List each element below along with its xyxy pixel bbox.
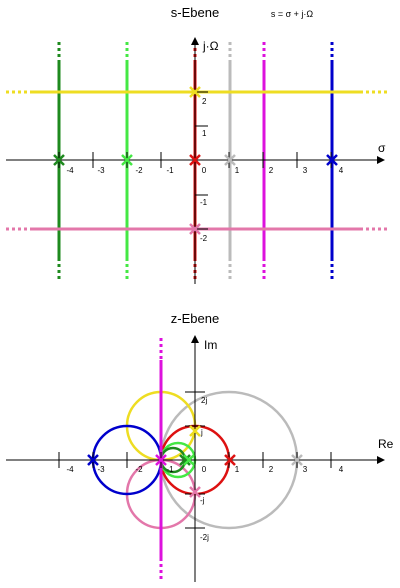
s-axis-im-label: j·Ω [202, 39, 219, 53]
s-y-tick-label: 2 [202, 97, 207, 106]
s-x-tick-label: -3 [97, 166, 105, 175]
z-markers [87, 425, 303, 498]
z-axis-im-label: Im [204, 338, 217, 352]
z-x-ticks: -4 -3 -2 -1 0 1 2 3 4 [58, 452, 344, 474]
z-y-tick-label: -j [200, 496, 205, 505]
s-marker-dark-green [53, 154, 65, 166]
z-x-tick-label: 3 [303, 465, 308, 474]
s-x-tick-label: -1 [166, 166, 174, 175]
s-marker-yellow [189, 86, 201, 98]
z-x-tick-label: -3 [97, 465, 105, 474]
z-marker-light-green [183, 454, 195, 466]
z-marker-gray [291, 454, 303, 466]
s-marker-pink [189, 223, 201, 235]
z-y-tick-label: -2j [200, 533, 209, 542]
z-x-tick-label: -1 [166, 465, 174, 474]
z-marker-blue [87, 454, 99, 466]
s-y-tick-label: 1 [202, 129, 207, 138]
s-plane: s-Ebene s = σ + j·Ω [6, 5, 388, 284]
s-x-tick-label: 4 [339, 166, 344, 175]
z-x-tick-label: 1 [235, 465, 240, 474]
s-axis-re-label: σ [378, 141, 386, 155]
s-marker-gray [224, 154, 236, 166]
s-markers [53, 86, 338, 235]
z-marker-dark-green [179, 454, 191, 466]
z-x-tick-label: -4 [66, 465, 74, 474]
z-y-ticks: 2j j -j -2j [185, 391, 209, 542]
z-plane: z-Ebene Re Im -4 -3 [6, 311, 394, 582]
s-marker-blue [326, 154, 338, 166]
z-plane-title: z-Ebene [171, 311, 219, 326]
z-y-tick-label: 2j [201, 396, 207, 405]
s-plane-equation: s = σ + j·Ω [271, 9, 314, 19]
s-x-tick-label: -2 [135, 166, 143, 175]
s-plane-title: s-Ebene [171, 5, 219, 20]
z-x-tick-label: -2 [135, 465, 143, 474]
z-marker-magenta [155, 454, 167, 466]
z-y-tick-label: j [200, 428, 203, 437]
s-y-ticks: 2 1 -1 -2 [195, 91, 208, 243]
s-x-ticks: -4 -3 -2 -1 0 1 2 3 4 [58, 152, 344, 175]
z-marker-red [224, 454, 236, 466]
z-x-tick-label: 4 [339, 465, 344, 474]
z-marker-yellow [189, 425, 201, 437]
s-x-tick-label: 2 [269, 166, 274, 175]
s-y-tick-label: -1 [200, 198, 208, 207]
s-x-tick-label: -4 [66, 166, 74, 175]
s-x-tick-label: 3 [303, 166, 308, 175]
s-y-tick-label: -2 [200, 234, 208, 243]
z-x-tick-label: 0 [202, 465, 207, 474]
z-axis-re-label: Re [378, 437, 394, 451]
s-x-tick-label: 1 [235, 166, 240, 175]
s-marker-red [189, 154, 201, 166]
s-x-tick-label: 0 [202, 166, 207, 175]
z-x-tick-label: 2 [269, 465, 274, 474]
z-marker-pink [189, 486, 201, 498]
s-marker-light-green [121, 154, 133, 166]
